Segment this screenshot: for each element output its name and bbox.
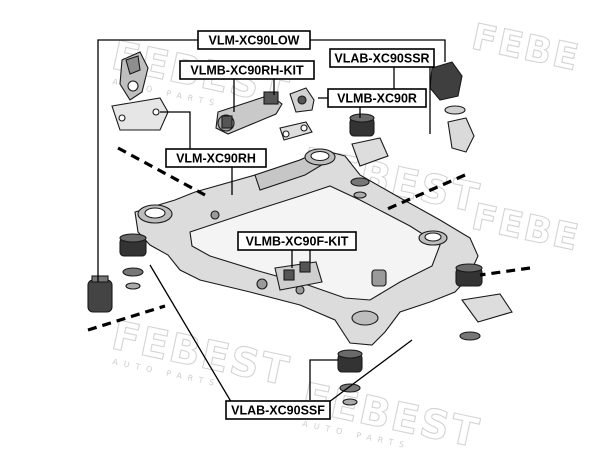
- label-vlm-xc90low: VLM-XC90LOW: [197, 30, 311, 50]
- label-vlab-xc90ssf-text: VLAB-XC90SSF: [231, 404, 325, 418]
- label-vlm-xc90low-text: VLM-XC90LOW: [209, 34, 300, 48]
- label-vlmb-xc90r-text: VLMB-XC90R: [337, 92, 417, 106]
- label-vlmb-xc90rh-kit-text: VLMB-XC90RH-KIT: [190, 64, 304, 78]
- label-vlm-xc90rh: VLM-XC90RH: [165, 148, 267, 168]
- subframe-bushing-front-left: [119, 233, 147, 290]
- label-vlab-xc90ssf: VLAB-XC90SSF: [225, 400, 331, 420]
- leader-lines: [97, 39, 446, 406]
- dashed-location-lines: [87, 146, 531, 332]
- label-vlmb-xc90rh-kit: VLMB-XC90RH-KIT: [179, 60, 315, 80]
- front-mount-bracket-kit: [274, 261, 323, 291]
- engine-mount-lower: [87, 275, 113, 313]
- label-vlmb-xc90f-kit-text: VLMB-XC90F-KIT: [246, 235, 349, 249]
- rear-mount-bracket: [279, 87, 315, 141]
- engine-mount-upper-left: [119, 51, 149, 101]
- label-vlm-xc90rh-text: VLM-XC90RH: [176, 152, 256, 166]
- svg-text:FEBE: FEBE: [468, 197, 583, 260]
- svg-text:FEBE: FEBE: [468, 17, 583, 80]
- label-vlab-xc90ssr: VLAB-XC90SSR: [329, 48, 435, 68]
- subframe-bushing-front-right: [455, 263, 513, 341]
- engine-mount-upper-right: [429, 61, 475, 153]
- mount-bracket-plate: [111, 97, 169, 131]
- label-vlmb-xc90f-kit: VLMB-XC90F-KIT: [237, 231, 357, 251]
- subframe-bushing-rear-left: [349, 113, 389, 199]
- label-vlab-xc90ssr-text: VLAB-XC90SSR: [334, 52, 429, 66]
- label-vlmb-xc90r: VLMB-XC90R: [327, 88, 427, 108]
